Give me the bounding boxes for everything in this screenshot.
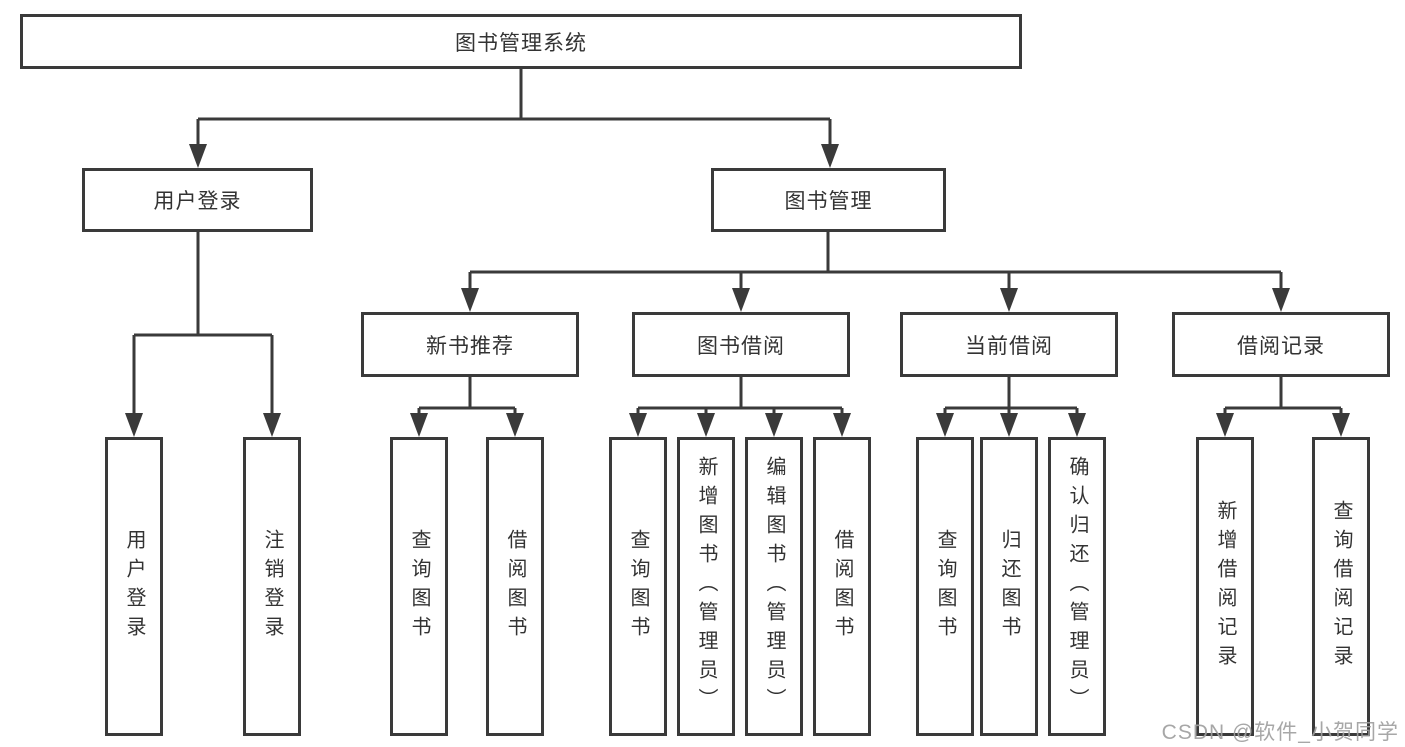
node-system-title: 图书管理系统: [20, 14, 1022, 69]
leaf-edit-books-admin-label: 编辑图书（管理员）: [763, 456, 785, 717]
leaf-query-books-current: 查询图书: [916, 437, 974, 736]
leaf-query-books-recommend: 查询图书: [390, 437, 448, 736]
leaf-user-login-label: 用户登录: [123, 528, 145, 645]
leaf-query-books-borrow-label: 查询图书: [627, 528, 649, 645]
leaf-add-borrow-record: 新增借阅记录: [1196, 437, 1254, 736]
leaf-add-books-admin: 新增图书（管理员）: [677, 437, 735, 736]
node-new-book-recommend: 新书推荐: [361, 312, 579, 377]
leaf-logout: 注销登录: [243, 437, 301, 736]
leaf-query-books-current-label: 查询图书: [934, 528, 956, 645]
leaf-edit-books-admin: 编辑图书（管理员）: [745, 437, 803, 736]
arrowhead-group: [125, 144, 1350, 437]
leaf-query-borrow-record-label: 查询借阅记录: [1330, 499, 1352, 674]
leaf-query-books-recommend-label: 查询图书: [408, 528, 430, 645]
node-book-management-label: 图书管理: [784, 190, 873, 213]
node-new-book-recommend-label: 新书推荐: [426, 334, 514, 358]
node-system-title-label: 图书管理系统: [455, 31, 587, 55]
leaf-return-books-label: 归还图书: [998, 528, 1020, 645]
leaf-logout-label: 注销登录: [261, 528, 283, 645]
node-user-login: 用户登录: [82, 168, 313, 232]
leaf-borrow-books: 借阅图书: [813, 437, 871, 736]
leaf-add-books-admin-label: 新增图书（管理员）: [695, 456, 717, 717]
leaf-borrow-books-label: 借阅图书: [831, 528, 853, 645]
leaf-query-books-borrow: 查询图书: [609, 437, 667, 736]
leaf-borrow-books-recommend: 借阅图书: [486, 437, 544, 736]
leaf-add-borrow-record-label: 新增借阅记录: [1214, 499, 1236, 674]
node-book-borrowing: 图书借阅: [632, 312, 850, 377]
node-book-borrowing-label: 图书借阅: [697, 334, 785, 358]
node-current-borrowing: 当前借阅: [900, 312, 1118, 377]
leaf-confirm-return-admin: 确认归还（管理员）: [1048, 437, 1106, 736]
node-current-borrowing-label: 当前借阅: [965, 334, 1053, 358]
node-borrowing-records-label: 借阅记录: [1237, 334, 1325, 358]
leaf-query-borrow-record: 查询借阅记录: [1312, 437, 1370, 736]
leaf-user-login: 用户登录: [105, 437, 163, 736]
leaf-confirm-return-admin-label: 确认归还（管理员）: [1066, 456, 1088, 717]
node-borrowing-records: 借阅记录: [1172, 312, 1390, 377]
node-book-management: 图书管理: [711, 168, 946, 232]
csdn-watermark: CSDN @软件_小贺同学: [1161, 721, 1399, 744]
leaf-return-books: 归还图书: [980, 437, 1038, 736]
leaf-borrow-books-recommend-label: 借阅图书: [504, 528, 526, 645]
node-user-login-label: 用户登录: [153, 190, 242, 213]
